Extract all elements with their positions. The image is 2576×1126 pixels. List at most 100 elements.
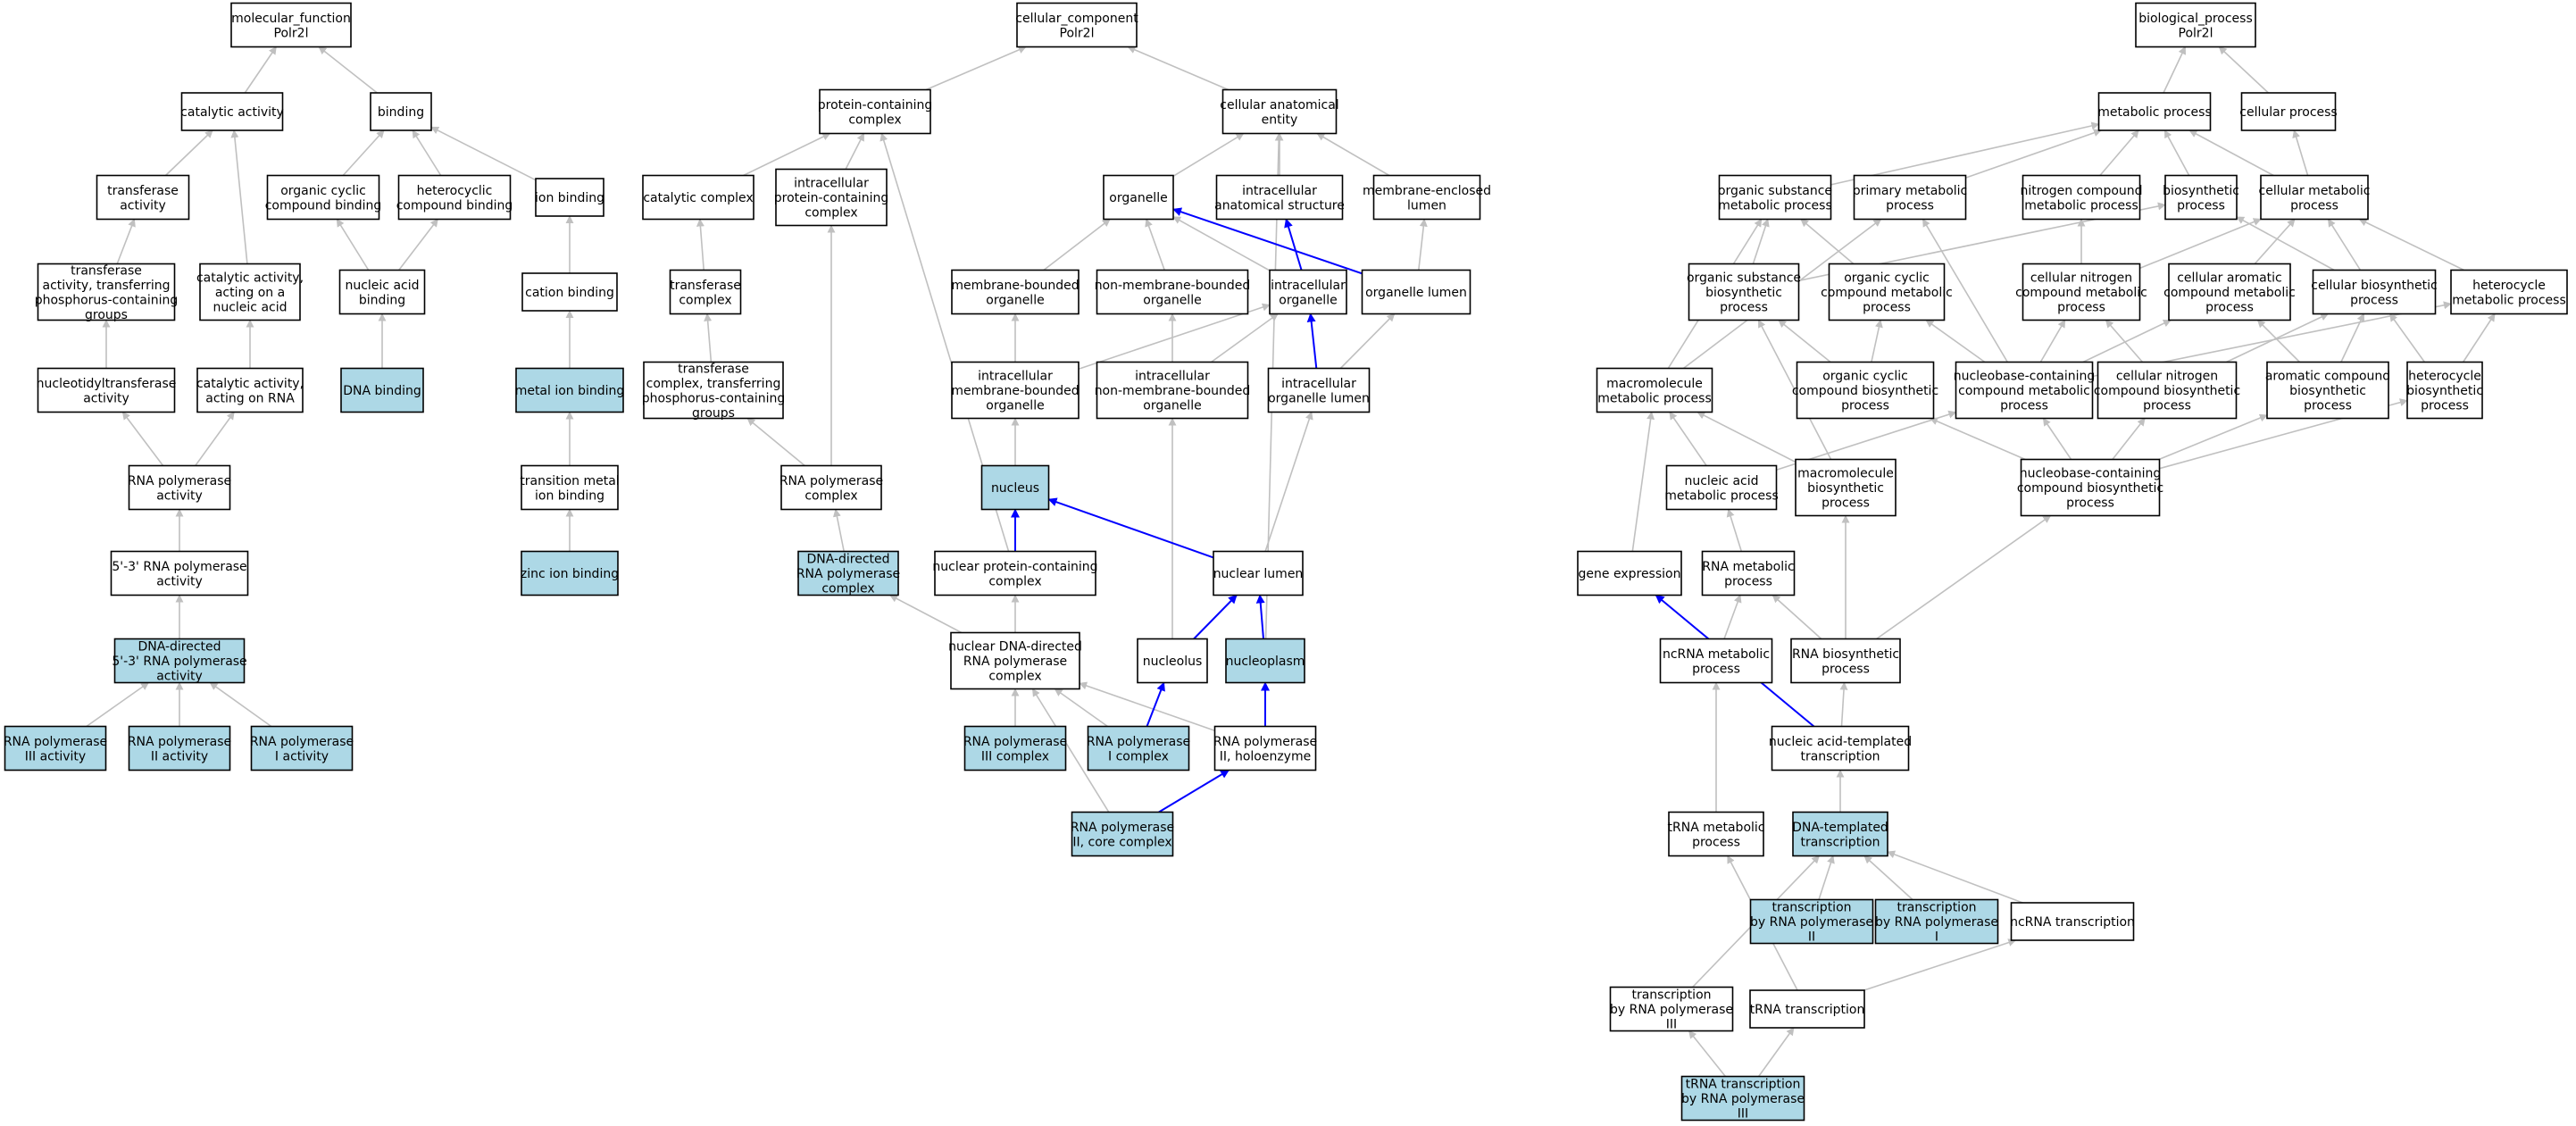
node-nl[interactable]: nuclear lumen [1213, 550, 1304, 596]
node-ionb[interactable]: ion binding [535, 178, 604, 217]
node-label: catalytic activity, [196, 377, 304, 391]
node-binding[interactable]: binding [370, 92, 432, 131]
node-catact[interactable]: catalytic activity [180, 92, 284, 131]
node-cp[interactable]: cellular process [2239, 92, 2338, 131]
node-mp[interactable]: metabolic process [2097, 92, 2212, 131]
node-label: non-membrane-bounded [1095, 384, 1251, 398]
node-nucleolus[interactable]: nucleolus [1137, 638, 1208, 684]
node-box [199, 263, 301, 321]
node-ncrnat[interactable]: ncRNA transcription [2010, 902, 2135, 941]
node-label: Polr2l [1060, 26, 1095, 40]
node-catc[interactable]: catalytic complex [642, 174, 754, 221]
node-nucleus[interactable]: nucleus [980, 464, 1050, 511]
node-label: activity [156, 488, 203, 503]
node-inmbo[interactable]: intracellularnon-membrane-boundedorganel… [1095, 361, 1251, 420]
edge-nddrpc-to-ddrpc [889, 594, 963, 634]
node-catrna[interactable]: catalytic activity,acting on RNA [196, 367, 304, 413]
node-dnab[interactable]: DNA binding [340, 367, 424, 413]
node-label: process [2304, 399, 2352, 413]
node-trnat[interactable]: tRNA transcription [1749, 989, 1865, 1029]
node-label: III complex [981, 749, 1049, 763]
node-nucleoplasm[interactable]: nucleoplasm [1225, 638, 1305, 684]
node-org[interactable]: organelle [1103, 174, 1174, 221]
node-label: intracellular [1271, 279, 1346, 293]
node-box [1828, 263, 1946, 321]
node-ge[interactable]: gene expression [1577, 550, 1682, 596]
edge-nbcmp-to-pmp [1922, 218, 2008, 363]
node-mib[interactable]: metal ion binding [515, 367, 625, 413]
node-catb[interactable]: cation binding [521, 272, 618, 312]
node-ol[interactable]: organelle lumen [1361, 269, 1471, 315]
node-zib[interactable]: zinc ion binding [521, 550, 619, 596]
node-label: macromolecule [1606, 377, 1703, 391]
